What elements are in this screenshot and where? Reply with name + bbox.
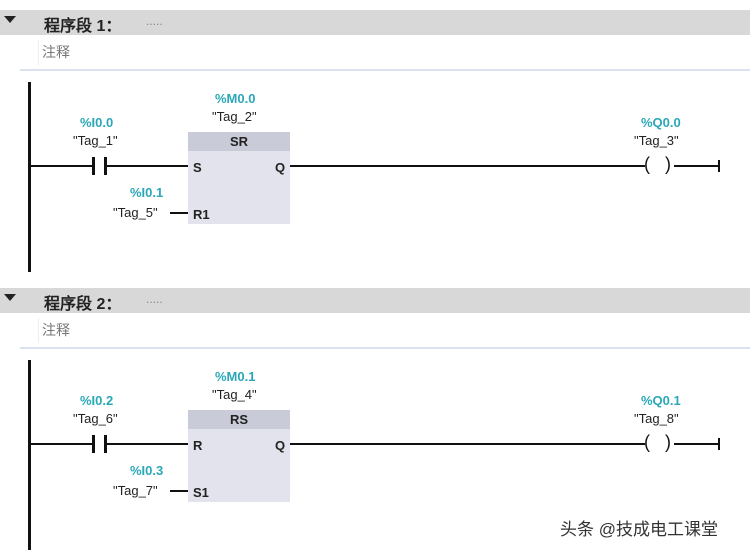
- output-coil[interactable]: ( ): [644, 154, 671, 174]
- network-header[interactable]: 程序段 2： .....: [0, 288, 750, 313]
- contact-1-tag[interactable]: "Tag_6": [73, 411, 118, 426]
- contact-1-tag[interactable]: "Tag_1": [73, 133, 118, 148]
- network-comment[interactable]: 注释: [38, 318, 750, 343]
- block-address[interactable]: %M0.0: [215, 91, 256, 106]
- network-title-placeholder[interactable]: .....: [146, 292, 163, 306]
- contact-no-1-right[interactable]: [104, 435, 107, 453]
- block-address[interactable]: %M0.1: [215, 369, 256, 384]
- contact-2-address[interactable]: %I0.1: [130, 185, 164, 200]
- coil-address[interactable]: %Q0.1: [641, 393, 681, 408]
- block-input-2: S1: [193, 485, 209, 500]
- block-input-1: S: [193, 160, 202, 175]
- coil-tag[interactable]: "Tag_8": [634, 411, 679, 426]
- wire: [30, 443, 93, 445]
- block-output: Q: [275, 160, 286, 175]
- wire: [30, 165, 93, 167]
- network: 程序段 1： ..... 注释 %I0.0 "Tag_1" %M0.0 "Tag…: [0, 10, 750, 272]
- block-type: RS: [188, 410, 290, 429]
- wire: [290, 165, 645, 167]
- wire: [106, 443, 188, 445]
- power-rail: [28, 360, 31, 550]
- rail-end: [718, 160, 720, 172]
- block-tag[interactable]: "Tag_4": [212, 387, 257, 402]
- wire: [674, 165, 720, 167]
- contact-no-1[interactable]: [92, 435, 95, 453]
- block-type: SR: [188, 132, 290, 151]
- network-header[interactable]: 程序段 1： .....: [0, 10, 750, 35]
- collapse-triangle-icon[interactable]: [4, 16, 16, 23]
- output-coil[interactable]: ( ): [644, 432, 671, 452]
- separator: [20, 347, 750, 349]
- contact-2-tag[interactable]: "Tag_5": [113, 205, 158, 220]
- contact-no-1[interactable]: [92, 157, 95, 175]
- block-tag[interactable]: "Tag_2": [212, 109, 257, 124]
- block-input-2: R1: [193, 207, 210, 222]
- power-rail: [28, 82, 31, 272]
- network-title-placeholder[interactable]: .....: [146, 14, 163, 28]
- wire: [170, 490, 188, 492]
- contact-2-tag[interactable]: "Tag_7": [113, 483, 158, 498]
- contact-1-address[interactable]: %I0.0: [80, 115, 114, 130]
- wire: [674, 443, 720, 445]
- contact-2-address[interactable]: %I0.3: [130, 463, 164, 478]
- flipflop-block[interactable]: SR S R1 Q: [188, 132, 290, 224]
- contact-no-1-right[interactable]: [104, 157, 107, 175]
- watermark: 头条 @技成电工课堂: [560, 520, 718, 539]
- block-input-1: R: [193, 438, 203, 453]
- coil-address[interactable]: %Q0.0: [641, 115, 681, 130]
- wire: [170, 212, 188, 214]
- network-title: 程序段 2：: [44, 296, 122, 313]
- network-title: 程序段 1：: [44, 18, 122, 35]
- collapse-triangle-icon[interactable]: [4, 294, 16, 301]
- flipflop-block[interactable]: RS R S1 Q: [188, 410, 290, 502]
- network-comment[interactable]: 注释: [38, 40, 750, 65]
- network: 程序段 2： ..... 注释 %I0.2 "Tag_6" %M0.1 "Tag…: [0, 278, 750, 556]
- wire: [106, 165, 188, 167]
- block-output: Q: [275, 438, 286, 453]
- contact-1-address[interactable]: %I0.2: [80, 393, 114, 408]
- rail-end: [718, 438, 720, 450]
- coil-tag[interactable]: "Tag_3": [634, 133, 679, 148]
- wire: [290, 443, 645, 445]
- separator: [20, 69, 750, 71]
